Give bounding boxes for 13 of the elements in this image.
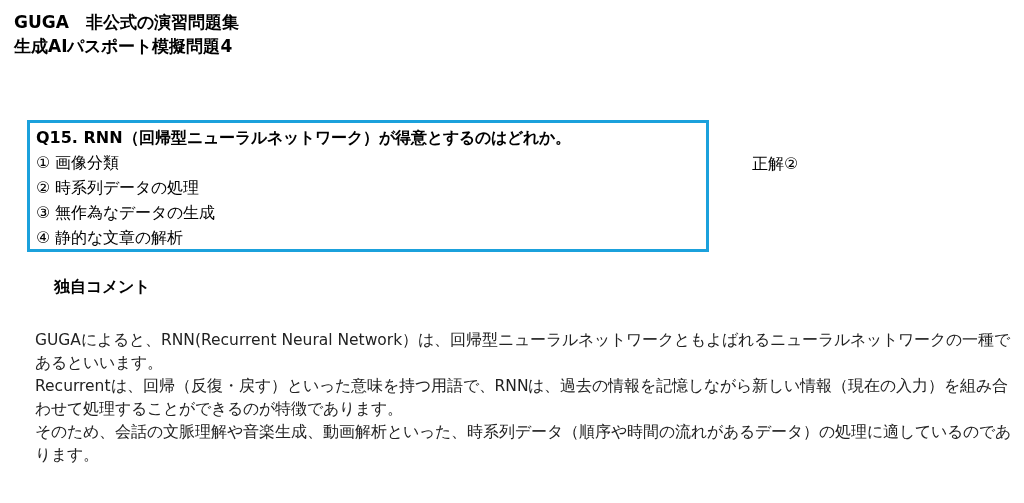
question-text: Q15. RNN（回帰型ニューラルネットワーク）が得意とするのはどれか。: [36, 127, 571, 149]
subtitle: 生成AIパスポート模擬問題4: [14, 35, 233, 58]
question-box: [27, 120, 709, 252]
page-title: GUGA 非公式の演習問題集: [14, 11, 239, 34]
comment-paragraph: そのため、会話の文脈理解や音楽生成、動画解析といった、時系列データ（順序や時間の流れがあるデータ）の処理に適しているのであります。: [35, 422, 1012, 466]
comment-paragraph: GUGAによると、RNN(Recurrent Neural Network）は、回帰型ニューラルネットワークともよばれるニューラルネットワークの一種であるといいます。: [35, 330, 1012, 374]
answer-option: ④ 静的な文章の解析: [36, 225, 184, 250]
comment-heading: 独自コメント: [54, 276, 150, 298]
answer-option: ③ 無作為なデータの生成: [36, 200, 216, 225]
correct-answer: 正解②: [752, 153, 799, 175]
answer-option: ① 画像分類: [36, 150, 120, 175]
comment-paragraph: Recurrentは、回帰（反復・戻す）といった意味を持つ用語で、RNNは、過去の情報を記憶しながら新しい情報（現在の入力）を組み合わせて処理することができるのが特徴であります。: [35, 376, 1010, 420]
answer-option: ② 時系列データの処理: [36, 175, 200, 200]
